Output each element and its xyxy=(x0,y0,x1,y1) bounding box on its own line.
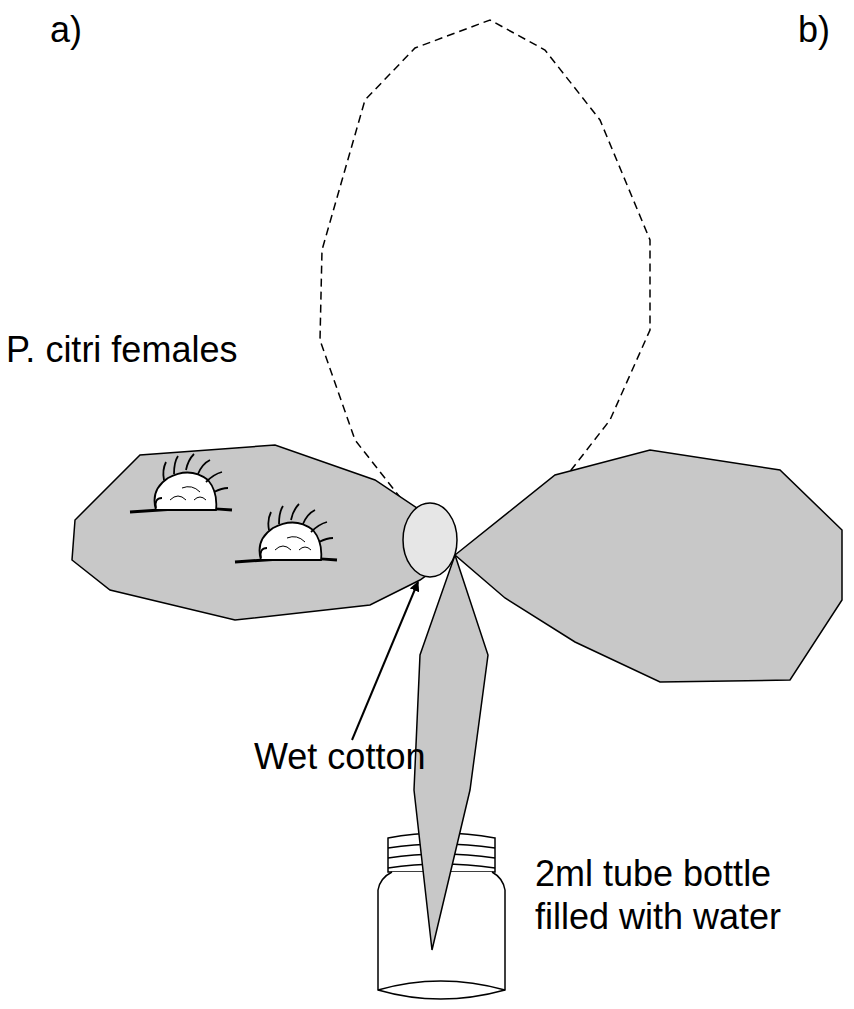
mealybug xyxy=(235,504,337,562)
left-leaf xyxy=(72,445,455,620)
part-label: Wet cotton xyxy=(254,735,425,778)
panel-label: b) xyxy=(798,8,830,51)
leader-arrow xyxy=(352,582,418,740)
right-leaf xyxy=(455,450,842,682)
mealybug xyxy=(130,454,232,512)
panel-label: a) xyxy=(50,8,82,51)
part-label: 2ml tube bottle filled with water xyxy=(535,852,840,938)
wet-cotton xyxy=(403,503,457,577)
insect-label: P. citri females xyxy=(6,328,237,371)
